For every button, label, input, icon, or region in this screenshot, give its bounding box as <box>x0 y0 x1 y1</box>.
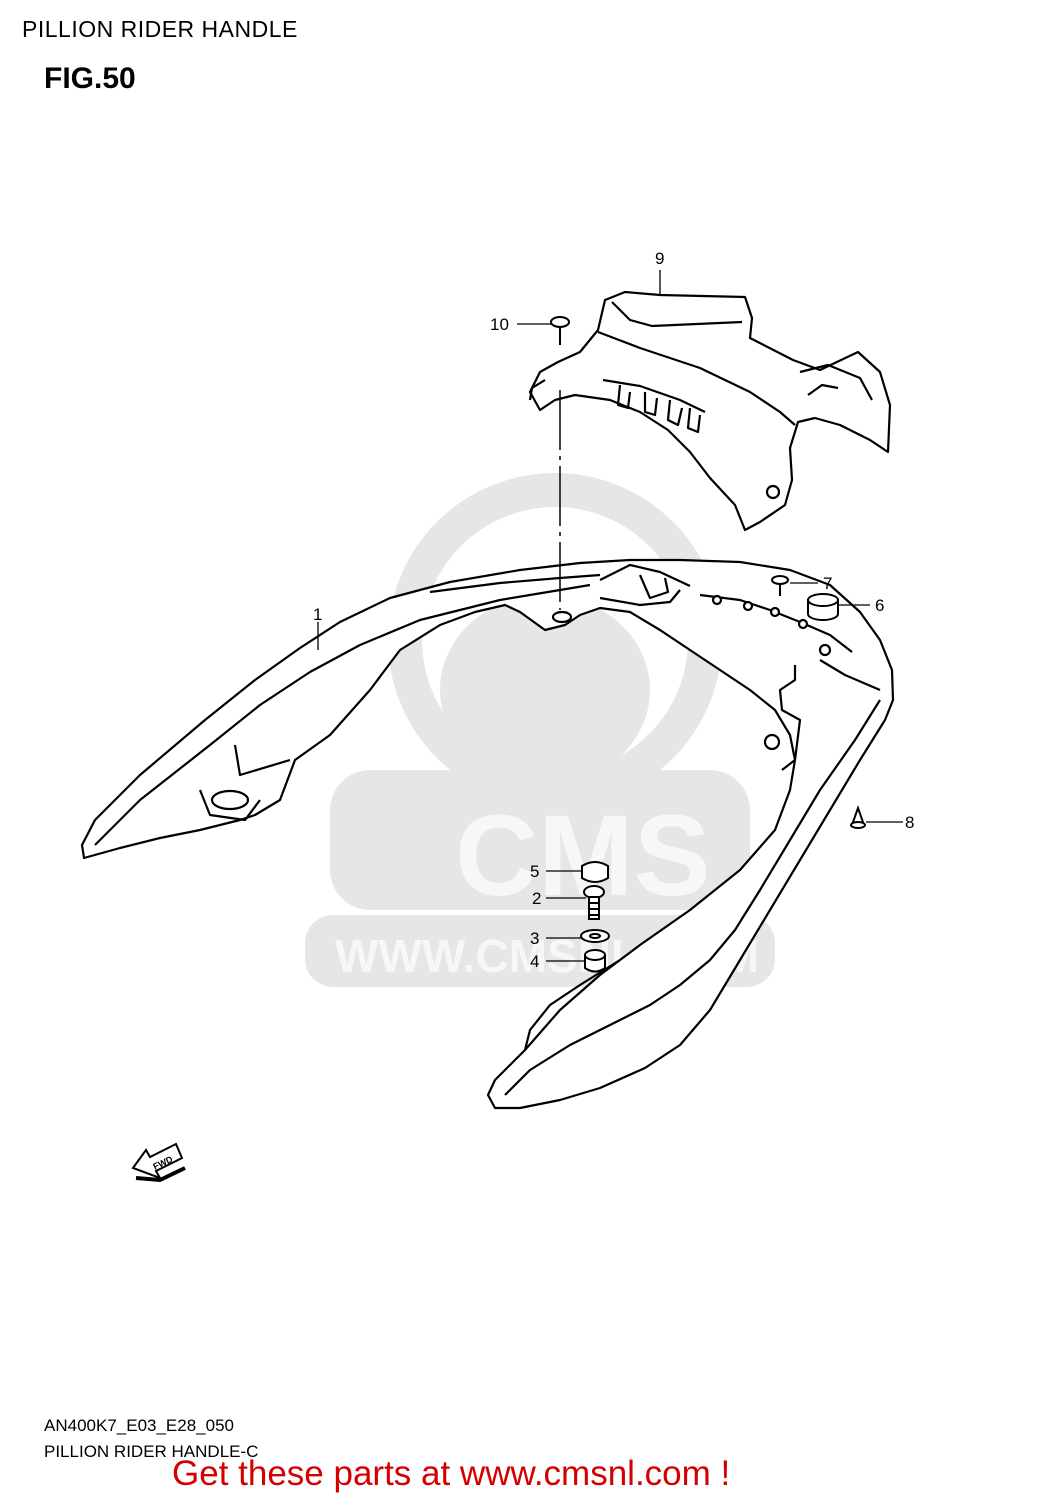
part-4-collar <box>584 949 606 973</box>
callout-3: 3 <box>530 929 539 948</box>
part-8-cap <box>850 804 866 829</box>
callout-5: 5 <box>530 862 539 881</box>
fwd-arrow-icon: FWD <box>131 1142 186 1183</box>
part-7-screw <box>771 575 789 596</box>
callout-4: 4 <box>530 952 539 971</box>
part-10-screw <box>550 316 570 345</box>
cta-link[interactable]: Get these parts at www.cmsnl.com ! <box>172 1454 731 1493</box>
figure-label: FIG.50 <box>44 62 136 95</box>
watermark-brand: CMS <box>455 792 711 920</box>
callout-9: 9 <box>655 249 664 268</box>
leader-lines <box>317 270 903 962</box>
page-title: PILLION RIDER HANDLE <box>22 16 298 42</box>
diagram-caption: PILLION RIDER HANDLE-C <box>44 1442 259 1461</box>
callout-8: 8 <box>905 813 914 832</box>
diagram-code: AN400K7_E03_E28_050 <box>44 1416 234 1435</box>
part-9-cover <box>528 290 892 532</box>
part-5-cap <box>581 861 609 883</box>
part-1-handle <box>80 558 895 1110</box>
part-6-grommet <box>807 593 839 621</box>
callout-2: 2 <box>532 889 541 908</box>
hardware-parts <box>550 316 866 973</box>
part-3-washer <box>580 929 610 943</box>
callout-1: 1 <box>313 605 322 624</box>
callout-7: 7 <box>823 574 832 593</box>
callout-6: 6 <box>875 596 884 615</box>
part-2-bolt <box>583 885 605 920</box>
callout-10: 10 <box>490 315 509 334</box>
